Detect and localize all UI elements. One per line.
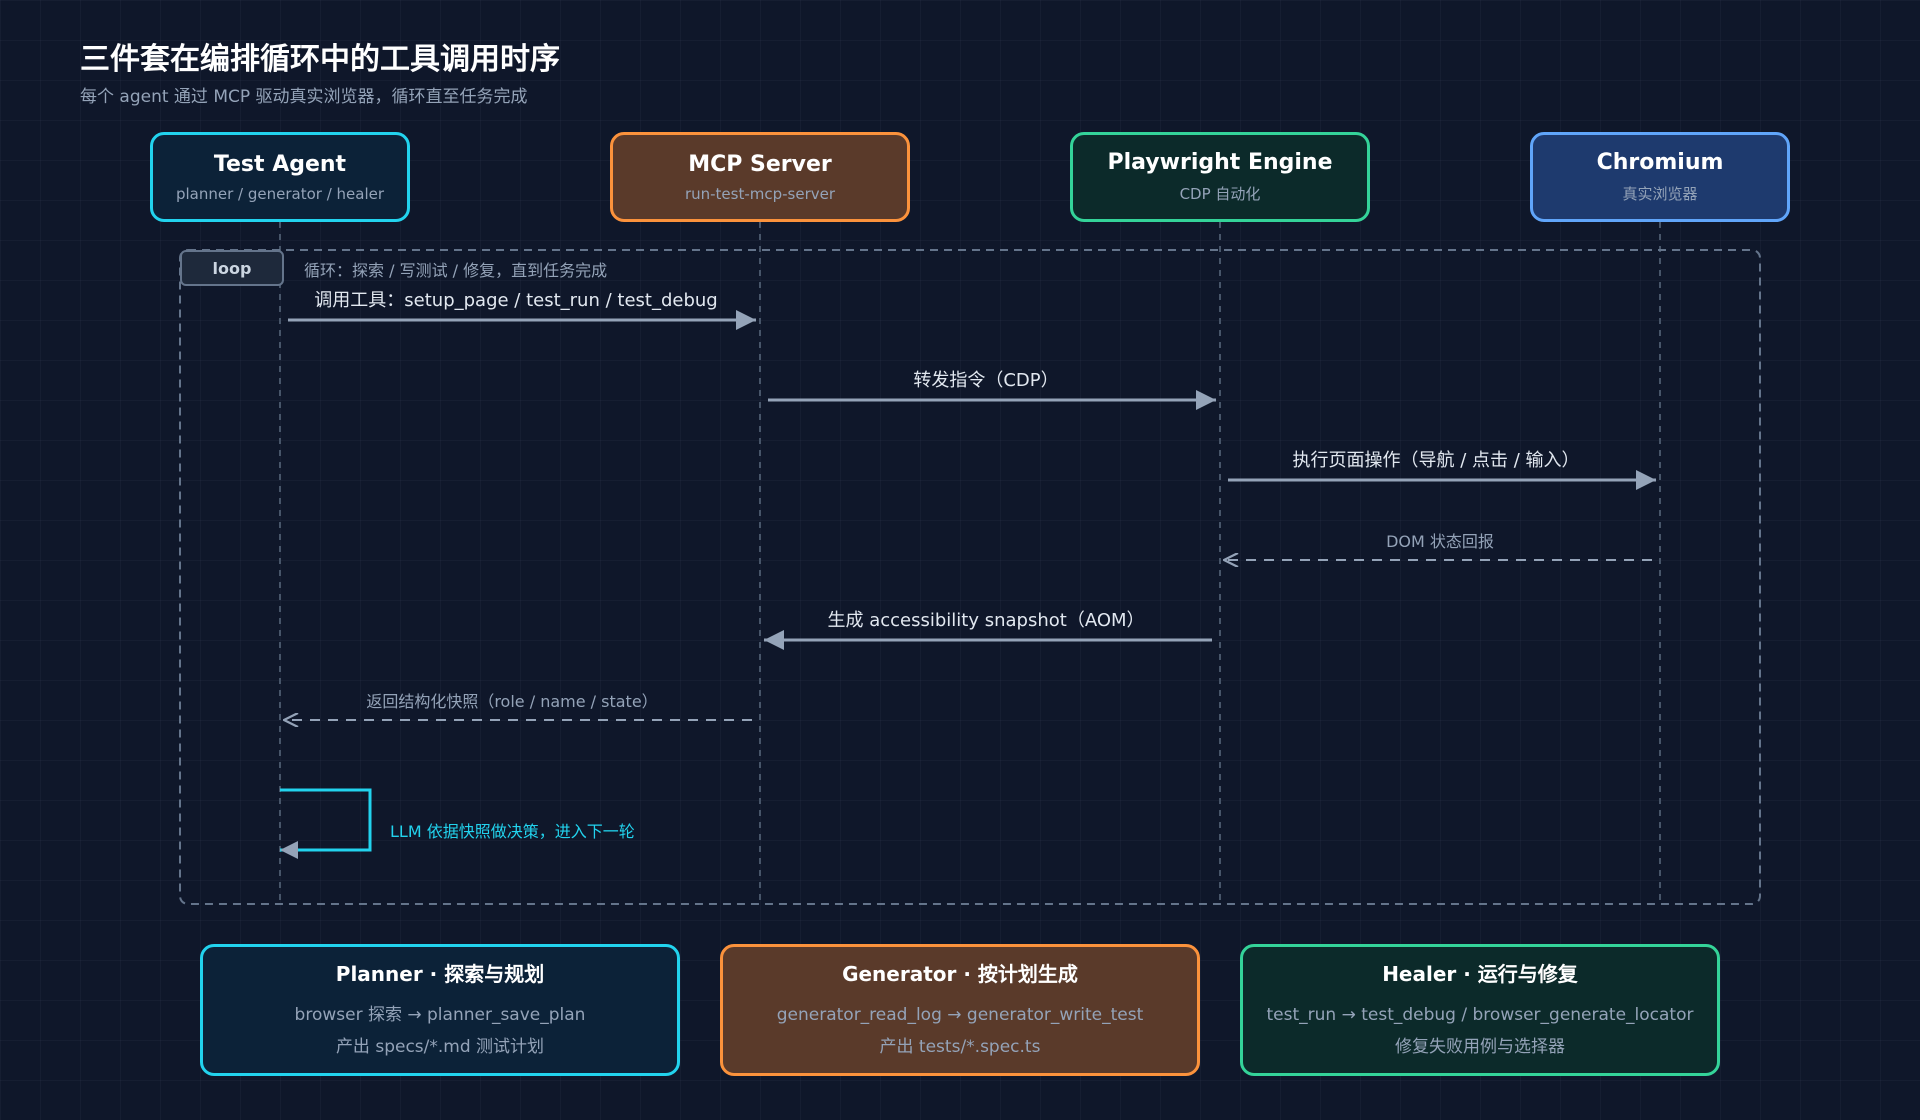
- actor-subtitle: 真实浏览器: [1622, 185, 1698, 203]
- card-generator: Generator · 按计划生成 generator_read_log → g…: [720, 944, 1200, 1076]
- page-subtitle: 每个 agent 通过 MCP 驱动真实浏览器，循环直至任务完成: [80, 87, 528, 107]
- message-label-aom-snapshot: 生成 accessibility snapshot（AOM）: [827, 610, 1145, 631]
- message-label-return-snapshot: 返回结构化快照（role / name / state）: [366, 692, 658, 711]
- lifelines: [279, 222, 1661, 904]
- actor-mcp-server: MCP Server run-test-mcp-server: [610, 132, 910, 222]
- loop-label: 循环：探索 / 写测试 / 修复，直到任务完成: [304, 261, 608, 280]
- loop-tag: loop: [180, 250, 284, 286]
- actor-name: Chromium: [1596, 150, 1724, 175]
- card-planner: Planner · 探索与规划 browser 探索 → planner_sav…: [200, 944, 680, 1076]
- card-line: 修复失败用例与选择器: [1395, 1036, 1565, 1057]
- actor-chromium: Chromium 真实浏览器: [1530, 132, 1790, 222]
- actor-subtitle: run-test-mcp-server: [684, 184, 836, 203]
- card-healer: Healer · 运行与修复 test_run → test_debug / b…: [1240, 944, 1720, 1076]
- actor-name: MCP Server: [688, 151, 832, 177]
- message-label-call-tool: 调用工具：setup_page / test_run / test_debug: [314, 290, 718, 311]
- card-line: browser 探索 → planner_save_plan: [294, 1004, 586, 1025]
- actor-subtitle: planner / generator / healer: [175, 184, 385, 203]
- actor-name: Test Agent: [213, 151, 347, 177]
- card-line: test_run → test_debug / browser_generate…: [1266, 1004, 1694, 1025]
- actor-playwright-engine: Playwright Engine CDP 自动化: [1070, 132, 1370, 222]
- card-title: Planner · 探索与规划: [335, 961, 545, 986]
- self-call-label: LLM 依据快照做决策，进入下一轮: [390, 822, 635, 841]
- actor-name: Playwright Engine: [1107, 150, 1333, 175]
- message-label-forward-cdp: 转发指令（CDP）: [913, 370, 1059, 391]
- message-arrows: [284, 310, 1656, 720]
- loop-frame: [179, 249, 1761, 905]
- page-title: 三件套在编排循环中的工具调用时序: [80, 42, 560, 77]
- actor-test-agent: Test Agent planner / generator / healer: [150, 132, 410, 222]
- card-line: 产出 specs/*.md 测试计划: [335, 1036, 545, 1057]
- card-line: generator_read_log → generator_write_tes…: [776, 1004, 1144, 1025]
- card-title: Healer · 运行与修复: [1382, 961, 1578, 986]
- card-title: Generator · 按计划生成: [842, 961, 1078, 986]
- card-line: 产出 tests/*.spec.ts: [879, 1036, 1041, 1057]
- self-call-arrow: [280, 788, 372, 859]
- message-label-dom-report: DOM 状态回报: [1386, 532, 1494, 551]
- message-label-page-action: 执行页面操作（导航 / 点击 / 输入）: [1292, 450, 1580, 471]
- actor-subtitle: CDP 自动化: [1179, 185, 1261, 203]
